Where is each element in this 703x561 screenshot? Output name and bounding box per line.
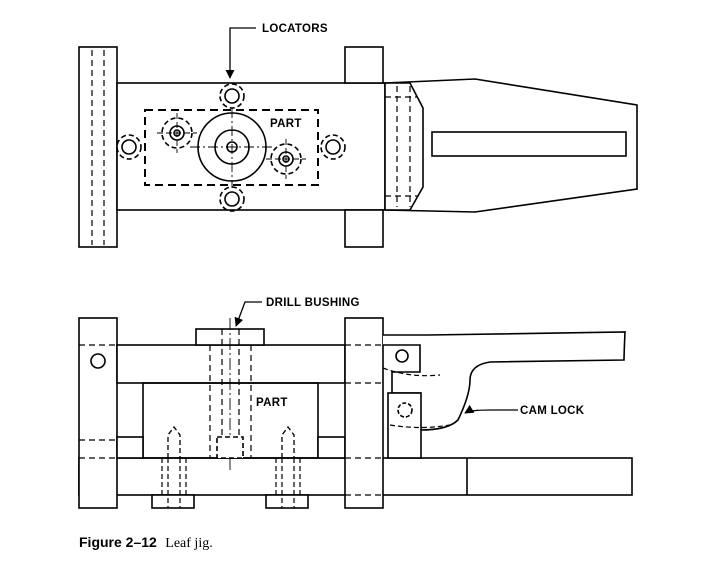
side-pivot-pin bbox=[90, 353, 106, 369]
locator-bottom bbox=[219, 186, 245, 212]
top-right-post-lower bbox=[344, 209, 384, 248]
side-view bbox=[78, 301, 633, 509]
side-leaf-plate bbox=[116, 344, 346, 384]
side-left-end-post bbox=[78, 317, 118, 509]
label-locators: LOCATORS bbox=[262, 23, 328, 35]
top-left-hole bbox=[161, 117, 193, 149]
figure-caption: Figure 2–12 Leaf jig. bbox=[79, 534, 213, 552]
side-cam-eccentric bbox=[397, 402, 413, 418]
locator-left bbox=[116, 134, 142, 160]
side-left-locator-pin bbox=[151, 425, 195, 509]
locator-right bbox=[320, 134, 346, 160]
top-view bbox=[78, 27, 638, 248]
side-leaf-handle bbox=[383, 331, 626, 431]
label-cam-lock: CAM LOCK bbox=[520, 405, 585, 417]
label-drill-bushing: DRILL BUSHING bbox=[266, 297, 360, 309]
top-part-outline bbox=[144, 109, 319, 186]
label-part-top: PART bbox=[270, 118, 302, 130]
top-leaf-slot bbox=[431, 131, 627, 157]
figure-title: Leaf jig. bbox=[165, 536, 213, 551]
top-left-end-block bbox=[78, 46, 118, 248]
top-right-post-upper bbox=[344, 46, 384, 84]
side-right-locator-pin bbox=[265, 425, 309, 509]
figure-number: Figure 2–12 bbox=[79, 534, 157, 550]
label-part-side: PART bbox=[256, 397, 288, 409]
locator-top bbox=[219, 83, 245, 109]
top-right-hole bbox=[270, 143, 302, 175]
side-right-end-post bbox=[344, 317, 384, 509]
